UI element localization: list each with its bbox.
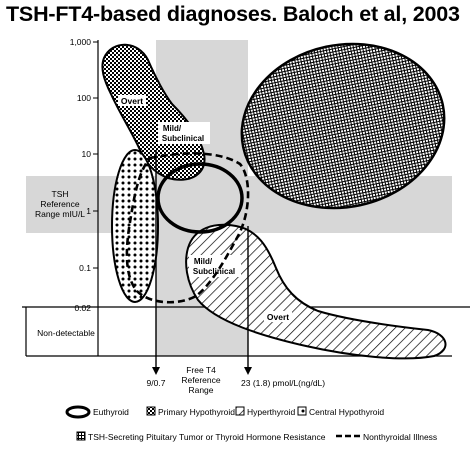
- mild-hypo-label-bg: [158, 122, 210, 144]
- mild-hypo-label-line-1: Mild/: [163, 124, 182, 133]
- tsh-label-line-2: Reference: [40, 199, 79, 209]
- legend-euthyroid: Euthyroid: [93, 407, 129, 417]
- mild-hyper-label-bg: [189, 255, 241, 277]
- legend-primary-hypo: Primary Hypothyroid: [158, 407, 235, 417]
- y-tick-10: 10: [82, 149, 92, 159]
- overt-hypo-label-bg: [118, 95, 146, 106]
- y-axis: 1,000 100 10 1 0.1 0.02: [70, 37, 99, 356]
- overt-hyper-label: Overt: [267, 312, 289, 322]
- y-tick-0-02: 0.02: [74, 303, 91, 313]
- tsh-label-line-1: TSH: [52, 189, 69, 199]
- y-tick-1000: 1,000: [70, 37, 92, 47]
- x-axis: 9/0.7 23 (1.8) pmol/L(ng/dL) Free T4 Ref…: [147, 365, 326, 395]
- tsh-label-line-3: Range mIU/L: [35, 209, 85, 219]
- euthyroid-swatch: [65, 405, 91, 419]
- legend-tsh-secreting: TSH-Secreting Pituitary Tumor or Thyroid…: [88, 432, 326, 442]
- y-tick-1: 1: [86, 206, 91, 216]
- nondetectable-label: Non-detectable: [37, 328, 95, 338]
- mild-hypo-label-line-2: Subclinical: [162, 134, 204, 143]
- euthyroid-region: [156, 162, 244, 234]
- legend: Euthyroid Primary Hypothyroid Hyperthyro…: [65, 405, 437, 442]
- tsh-secreting-region: [240, 42, 446, 210]
- page-title: TSH-FT4-based diagnoses. Baloch et al, 2…: [6, 2, 460, 26]
- ft4-label-line-1: Free T4: [186, 365, 216, 375]
- nonthyroidal-illness-region: [125, 152, 250, 304]
- ft4-upper-limit-label: 23 (1.8) pmol/L(ng/dL): [241, 378, 325, 388]
- ft4-label-line-3: Range: [188, 385, 213, 395]
- y-tick-0-1: 0.1: [79, 263, 91, 273]
- tsh-secreting-swatch: [76, 431, 86, 441]
- legend-central-hypo: Central Hypothyroid: [309, 407, 384, 417]
- y-tick-100: 100: [77, 93, 91, 103]
- legend-hyper: Hyperthyroid: [247, 407, 295, 417]
- ft4-label-line-2: Reference: [181, 375, 220, 385]
- mild-hyper-label-line-1: Mild/: [194, 257, 213, 266]
- primary-hypo-swatch: [146, 406, 156, 416]
- ft4-lower-limit-label: 9/0.7: [147, 378, 166, 388]
- hyperthyroid-region: [185, 223, 447, 360]
- mild-hyper-label-line-2: Subclinical: [193, 267, 235, 276]
- overt-hypo-label: Overt: [121, 96, 143, 106]
- primary-hypothyroid-region: [101, 43, 206, 181]
- legend-nonthyroidal: Nonthyroidal Illness: [363, 432, 437, 442]
- central-hypo-swatch: [297, 406, 307, 416]
- central-hypothyroid-region: [111, 149, 159, 303]
- overt-hyper-label-bg: [264, 311, 292, 322]
- hyper-swatch: [235, 406, 245, 416]
